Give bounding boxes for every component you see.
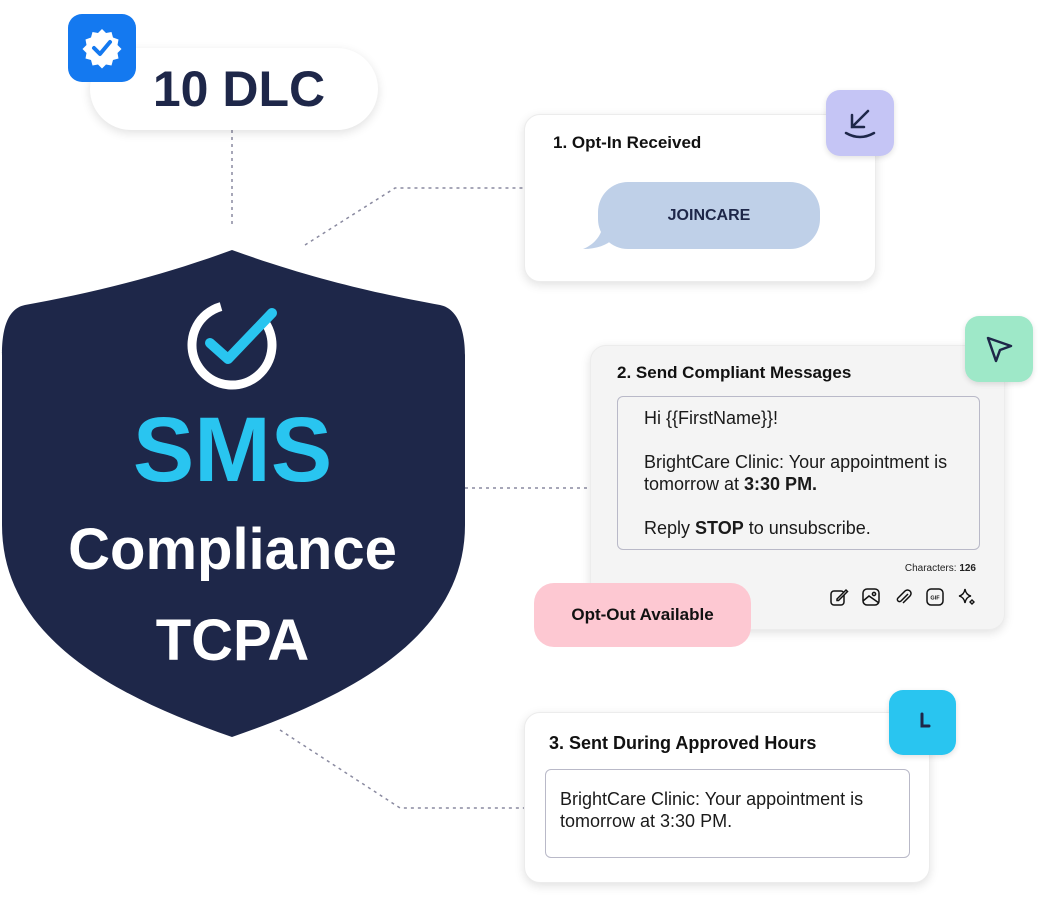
message-greeting: Hi {{FirstName}}! bbox=[644, 408, 779, 428]
message-body: BrightCare Clinic: Your appointment is t… bbox=[644, 452, 948, 494]
shield-tcpa: TCPA bbox=[155, 608, 310, 673]
edit-icon[interactable] bbox=[829, 587, 849, 607]
optout-label: Opt-Out Available bbox=[571, 605, 714, 624]
dlc-label: 10 DLC bbox=[152, 61, 326, 117]
message-reply: Reply STOP to unsubscribe. bbox=[644, 518, 871, 538]
shield bbox=[2, 250, 465, 737]
sent-message: BrightCare Clinic: Your appointment is t… bbox=[545, 769, 910, 858]
optin-bubble: JOINCARE bbox=[598, 182, 820, 249]
bubble-tail bbox=[583, 225, 613, 249]
gif-icon[interactable]: GIF bbox=[925, 587, 945, 607]
step3-card: 3. Sent During Approved Hours BrightCare… bbox=[524, 712, 930, 883]
sparkle-icon[interactable] bbox=[957, 587, 977, 607]
svg-text:GIF: GIF bbox=[930, 596, 940, 602]
send-cursor-icon bbox=[965, 316, 1033, 382]
character-count: Characters: 126 bbox=[904, 563, 976, 574]
composer-toolbar: GIF bbox=[829, 587, 977, 607]
optin-keyword: JOINCARE bbox=[667, 206, 751, 224]
verified-badge-icon bbox=[68, 14, 136, 82]
step1-card: 1. Opt-In Received JOINCARE bbox=[524, 114, 876, 282]
arrow-down-left-icon bbox=[826, 90, 894, 156]
step2-card: 2. Send Compliant Messages Hi {{FirstNam… bbox=[590, 345, 1005, 630]
step3-title: 3. Sent During Approved Hours bbox=[549, 733, 817, 753]
image-icon[interactable] bbox=[861, 587, 881, 607]
step2-title: 2. Send Compliant Messages bbox=[617, 363, 852, 382]
shield-sms: SMS bbox=[132, 399, 333, 501]
clock-icon bbox=[889, 690, 956, 755]
optout-badge: Opt-Out Available bbox=[534, 583, 751, 647]
step1-title: 1. Opt-In Received bbox=[553, 133, 702, 152]
dlc-badge: 10 DLC bbox=[90, 48, 378, 130]
attach-icon[interactable] bbox=[893, 587, 913, 607]
message-composer[interactable]: Hi {{FirstName}}! BrightCare Clinic: You… bbox=[617, 396, 980, 550]
shield-compliance: Compliance bbox=[68, 517, 397, 582]
